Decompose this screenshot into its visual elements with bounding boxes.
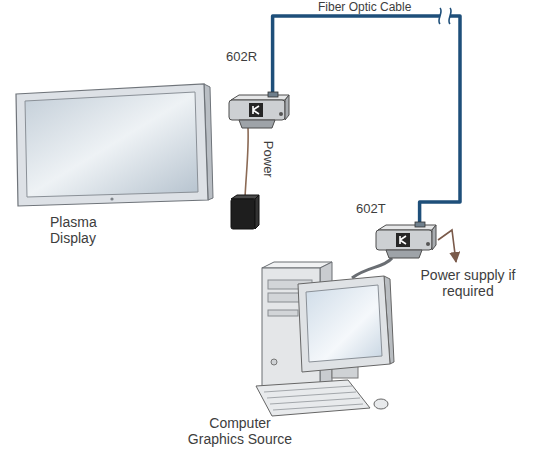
power-jack [279, 112, 283, 116]
db15-connector [386, 250, 422, 258]
node-outline-layer [225, 92, 293, 130]
node-label: 602R [226, 50, 286, 65]
fiber-port [268, 92, 278, 97]
logo-plate [396, 233, 410, 247]
cable-break-mark [449, 8, 451, 24]
power-jack [426, 242, 430, 246]
display-led [110, 197, 113, 200]
device-top [378, 225, 436, 230]
transmitter-unit: 602T [372, 222, 440, 260]
device-side [432, 225, 436, 250]
node-label: 602T [356, 202, 416, 217]
mouse [374, 399, 388, 409]
monitor-body [298, 276, 390, 372]
device-body [376, 230, 432, 250]
node-outline-layer [12, 82, 210, 207]
cable-label: Fiber Optic Cable [318, 1, 428, 14]
receiver-unit: 602R [225, 92, 293, 130]
device-body [229, 100, 285, 120]
power-adapter-top [231, 195, 259, 199]
monitor-screen [306, 285, 382, 362]
keyboard-keys [264, 386, 363, 410]
node-label: Plasma Display [50, 215, 122, 246]
fiber-optic-cable [273, 16, 460, 222]
keyboard [256, 380, 370, 416]
vga-cable [352, 258, 392, 278]
logo-mark [253, 106, 259, 114]
device-side [285, 95, 289, 120]
power-adapter [231, 199, 255, 229]
callout-label: Power [261, 134, 276, 184]
node-outline-layer [252, 262, 392, 422]
display-frame [16, 84, 208, 206]
power-button [271, 359, 277, 365]
power-supply-lead [438, 230, 456, 262]
floppy-bay [268, 310, 298, 316]
device-top [231, 95, 289, 100]
db15-connector [239, 120, 275, 128]
display-screen [25, 92, 198, 197]
power-cable [245, 128, 248, 198]
logo-mark [400, 236, 406, 244]
power-adapter-side [255, 195, 259, 229]
fiber-port [415, 222, 425, 227]
node-label: Computer Graphics Source [180, 416, 300, 447]
computer-source: Computer Graphics Source [252, 262, 392, 422]
callout-label: Power supply if required [420, 268, 516, 299]
node-outline-layer [372, 222, 440, 260]
cable-break-mark [439, 8, 441, 24]
plasma-display: Plasma Display [12, 82, 210, 207]
logo-plate [249, 103, 263, 117]
cable-break [440, 8, 450, 24]
